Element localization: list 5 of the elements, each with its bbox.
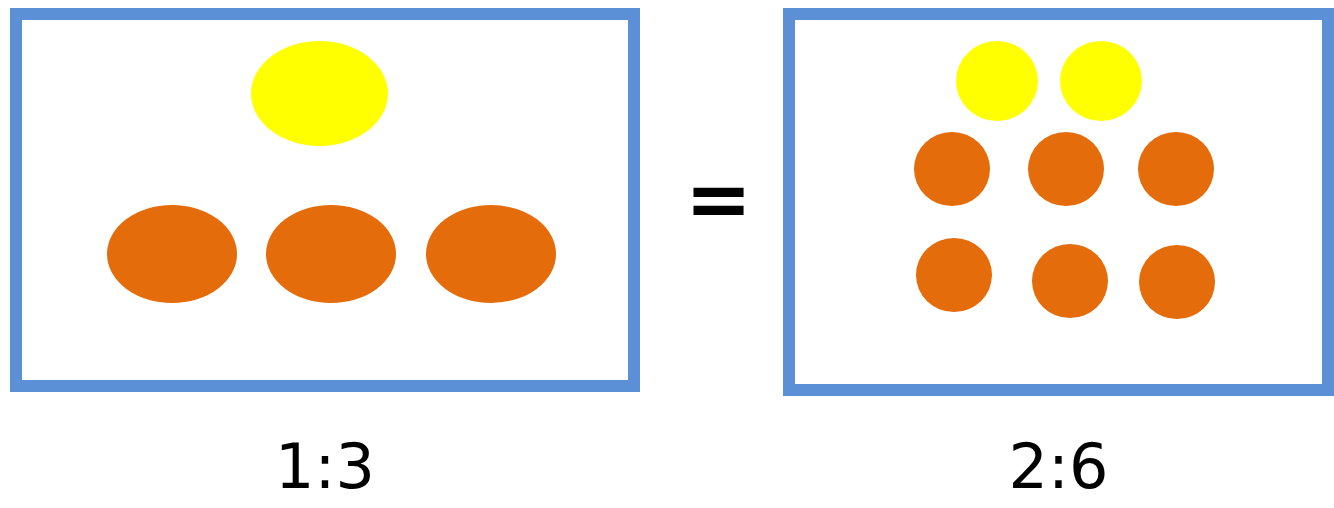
frame-box bbox=[10, 8, 640, 392]
ratio-label: 1:3 bbox=[274, 432, 376, 502]
frame-box bbox=[783, 8, 1334, 396]
equals-sign: = bbox=[685, 155, 753, 245]
ratio-label: 2:6 bbox=[1007, 432, 1110, 502]
